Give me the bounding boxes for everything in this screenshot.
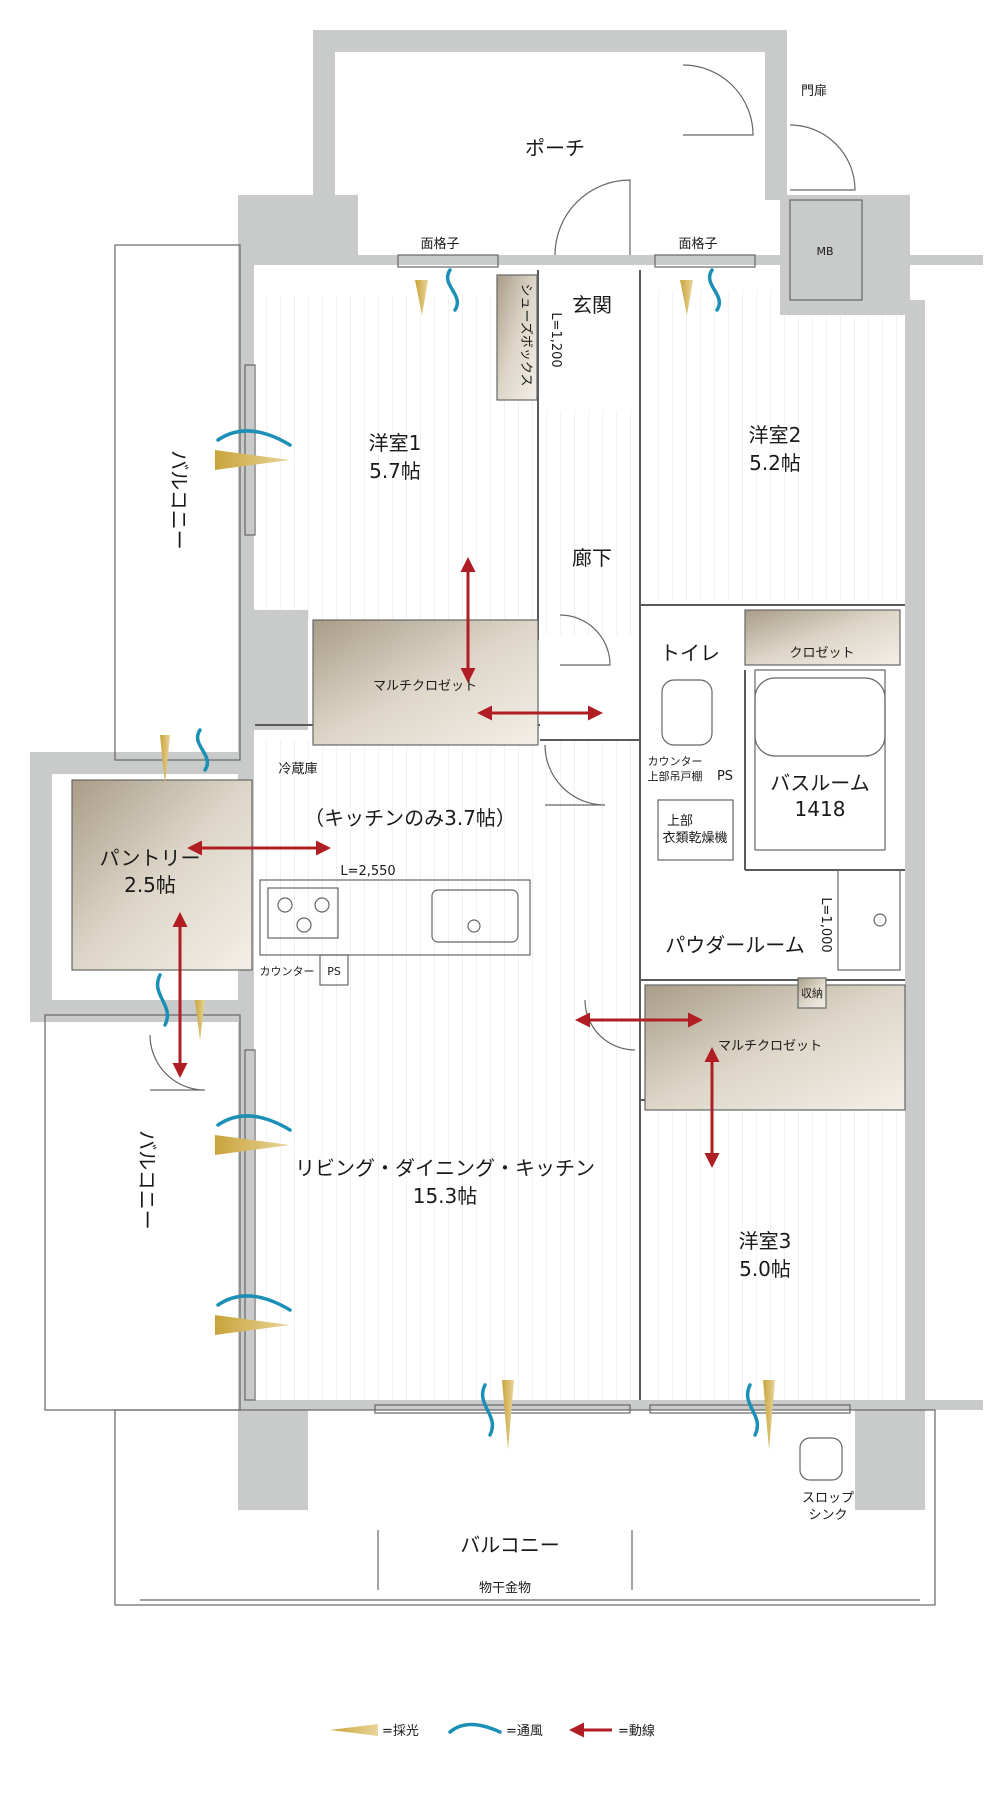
- mb-box: [789, 199, 863, 301]
- slop-sink-fixture: [799, 1437, 843, 1481]
- legend-light-label: =採光: [382, 1724, 419, 1739]
- gate-label: 門扉: [801, 83, 827, 99]
- balcony-left-top-label: バルコニー: [167, 450, 191, 550]
- window-w1: [244, 364, 256, 536]
- multi-closet-bottom-label: マルチクロゼット: [718, 1039, 822, 1054]
- multi-closet-bottom: [644, 984, 906, 1111]
- counter-label: カウンター: [260, 965, 315, 978]
- window-ldk: [244, 1049, 256, 1401]
- legend-flow-label: =動線: [618, 1723, 655, 1739]
- western2-name: 洋室2: [749, 423, 802, 447]
- toilet-fixture: [661, 679, 713, 746]
- window-ldk-bottom: [374, 1404, 631, 1414]
- storage-label: 収納: [801, 987, 823, 1000]
- bathroom-size: 1418: [795, 797, 846, 821]
- toilet-label: トイレ: [660, 641, 720, 665]
- bathroom-box: [754, 669, 886, 851]
- balcony-bottom-label: バルコニー: [460, 1533, 560, 1557]
- slop-sink-line1: スロップ: [802, 1491, 854, 1506]
- fixtures: [244, 199, 901, 1481]
- bathtub: [754, 677, 886, 757]
- shoe-box: [496, 274, 538, 401]
- legend-light-icon: [330, 1724, 378, 1736]
- entrance-label: 玄関: [572, 293, 612, 317]
- western3-size: 5.0帖: [739, 1257, 791, 1281]
- legend-wind-label: =通風: [506, 1724, 543, 1739]
- legend-wind-icon: [448, 1722, 502, 1734]
- flow-arrows: [172, 557, 720, 1168]
- kitchen-only-label: （キッチンのみ3.7帖）: [304, 806, 516, 830]
- sink: [431, 889, 519, 943]
- laundry-hardware-label: 物干金物: [479, 1580, 531, 1596]
- western1-name: 洋室1: [369, 431, 422, 455]
- lattice-left-bar: [397, 254, 499, 268]
- dryer-box: [657, 799, 734, 861]
- light-indicators: [160, 280, 775, 1450]
- western3-name: 洋室3: [739, 1229, 792, 1253]
- kitchen-length-label: L=2,550: [340, 864, 395, 879]
- ps-bottom-label: PS: [327, 965, 341, 978]
- lattice-left-label: 面格子: [420, 236, 459, 252]
- closets: [71, 274, 906, 1111]
- ldk-name: リビング・ダイニング・キッチン: [295, 1156, 595, 1180]
- powder-room-label: パウダールーム: [665, 933, 804, 957]
- western1-size: 5.7帖: [369, 459, 421, 483]
- legend: =採光 =通風 =動線: [330, 1722, 655, 1739]
- multi-closet-top: [312, 619, 539, 746]
- kitchen-counter: [259, 879, 531, 956]
- vanity: [837, 869, 901, 971]
- floor-areas: [255, 290, 905, 1400]
- porch-label: ポーチ: [525, 136, 585, 160]
- shoe-box-label: シューズボックス: [518, 284, 534, 387]
- fridge-label: 冷蔵庫: [278, 762, 317, 777]
- balcony-left-bottom-label: バルコニー: [135, 1130, 159, 1230]
- pantry-size: 2.5帖: [124, 873, 176, 897]
- shoe-box-length-label: L=1,200: [548, 312, 563, 367]
- slop-sink-line2: シンク: [808, 1508, 847, 1523]
- counter-cabinet-line1: カウンター: [648, 755, 703, 768]
- dryer-line2: 衣類乾燥機: [662, 830, 727, 846]
- lattice-right-label: 面格子: [678, 236, 717, 252]
- bathroom-name: バスルーム: [770, 771, 869, 795]
- corridor-label: 廊下: [572, 546, 612, 570]
- pantry-box: [71, 779, 253, 971]
- pantry-name: パントリー: [100, 846, 201, 870]
- ldk-size: 15.3帖: [413, 1184, 478, 1208]
- dryer-line1: 上部: [667, 814, 693, 829]
- balcony-outlines: [44, 244, 936, 1606]
- mb-label: MB: [816, 245, 833, 258]
- stove: [267, 887, 339, 939]
- closet-label: クロゼット: [789, 646, 854, 661]
- lattice-right-bar: [654, 254, 756, 268]
- counter-cabinet-line2: 上部吊戸棚: [648, 769, 703, 783]
- wind-indicators: [156, 268, 759, 1437]
- doors: [149, 64, 856, 1091]
- closet-box: [744, 609, 901, 666]
- room-labels: ポーチ 門扉 MB 面格子 面格子 玄関 シューズボックス L=1,200 洋室…: [100, 83, 870, 1596]
- storage-box: [797, 977, 827, 1009]
- ps-top-label: PS: [717, 769, 733, 784]
- western2-size: 5.2帖: [749, 451, 801, 475]
- multi-closet-top-label: マルチクロゼット: [373, 679, 477, 694]
- ps-box: [319, 954, 349, 986]
- vanity-length-label: L=1,000: [818, 897, 833, 952]
